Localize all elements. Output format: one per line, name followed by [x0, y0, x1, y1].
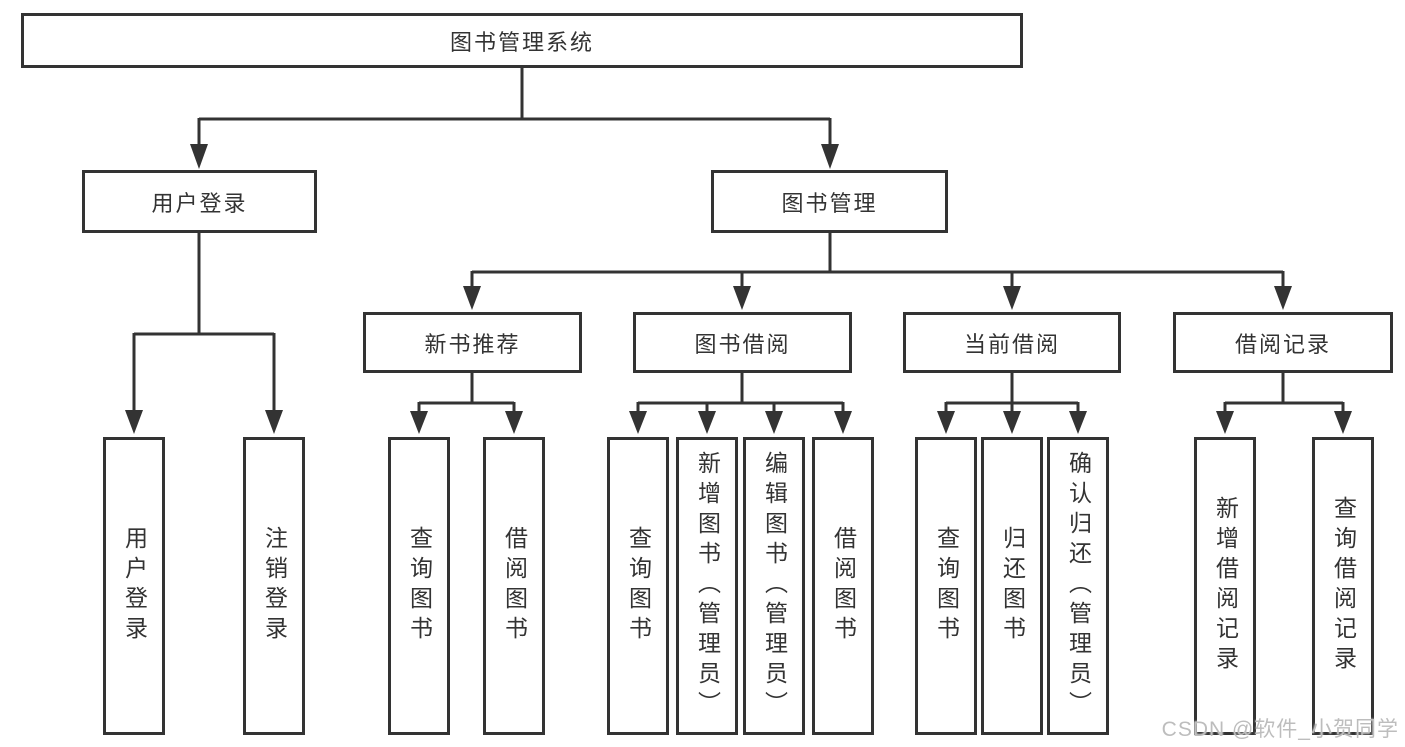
leaf-borrow-books: 借阅图书	[812, 437, 874, 735]
connector-current-borrow-to-leaves	[937, 373, 1087, 434]
connector-root-to-level2	[190, 68, 839, 169]
leaf-query-books-borrow: 查询图书	[607, 437, 669, 735]
leaf-query-books-recommend: 查询图书	[388, 437, 450, 735]
connector-book-mgmt-to-level3	[463, 233, 1292, 310]
leaf-borrow-books-recommend: 借阅图书	[483, 437, 545, 735]
leaf-query-books-current: 查询图书	[915, 437, 977, 735]
node-root: 图书管理系统	[21, 13, 1023, 68]
connector-user-login-to-leaves	[125, 233, 283, 434]
connector-new-book-to-leaves	[410, 373, 523, 434]
leaf-edit-books-admin: 编辑图书（管理员）	[743, 437, 805, 735]
connector-book-borrow-to-leaves	[629, 373, 852, 434]
node-user-login: 用户登录	[82, 170, 317, 233]
node-borrow-records: 借阅记录	[1173, 312, 1393, 373]
leaf-add-borrow-record: 新增借阅记录	[1194, 437, 1256, 735]
leaf-query-borrow-record: 查询借阅记录	[1312, 437, 1374, 735]
connector-borrow-records-to-leaves	[1216, 373, 1352, 434]
leaf-logout: 注销登录	[243, 437, 305, 735]
csdn-watermark: CSDN @软件_小贺同学	[1161, 718, 1399, 741]
leaf-add-books-admin: 新增图书（管理员）	[676, 437, 738, 735]
node-current-borrow: 当前借阅	[903, 312, 1121, 373]
leaf-confirm-return-admin: 确认归还（管理员）	[1047, 437, 1109, 735]
node-new-book-recommend: 新书推荐	[363, 312, 582, 373]
node-book-borrow: 图书借阅	[633, 312, 852, 373]
leaf-return-books: 归还图书	[981, 437, 1043, 735]
leaf-user-login: 用户登录	[103, 437, 165, 735]
node-book-mgmt: 图书管理	[711, 170, 948, 233]
